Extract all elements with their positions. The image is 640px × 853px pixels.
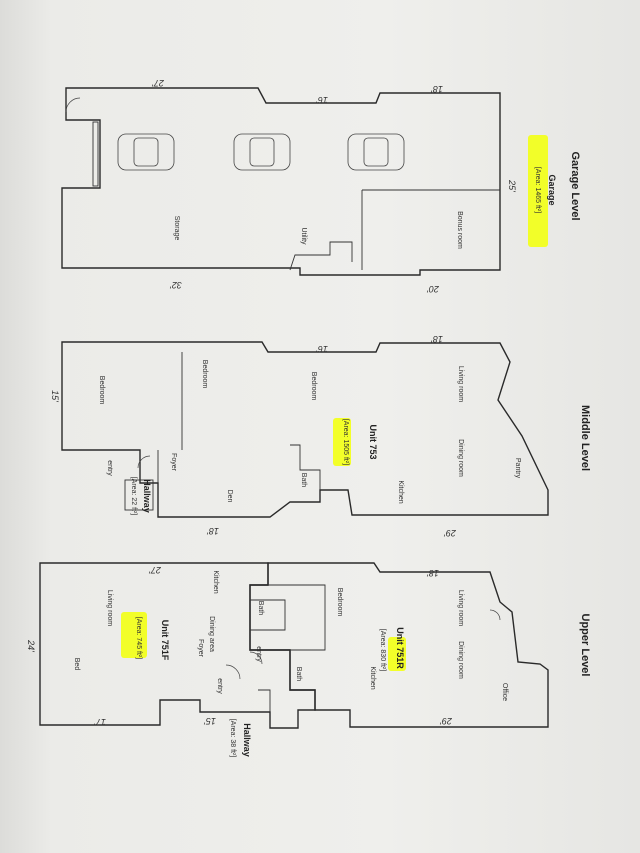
garage-dim-27: 27' xyxy=(152,78,165,88)
upper-level: Upper Level Unit 751R [Area: 830 ft²] Un… xyxy=(26,562,591,758)
middle-dim-16: 16' xyxy=(316,344,328,354)
unit-753-outline xyxy=(61,341,549,518)
upper-bath-bedroom-wall xyxy=(268,584,326,651)
middle-hallway-area: [Area: 22 ft²] xyxy=(130,477,137,516)
upper-751f-entry-label: entry xyxy=(216,678,223,694)
garage-area: [Area: 1465 ft²] xyxy=(534,167,541,213)
unit-751f-area: [Area: 745 ft²] xyxy=(135,617,142,659)
upper-751r-bedroom-label: Bedroom xyxy=(336,588,343,617)
car-3 xyxy=(347,133,405,171)
garage-entry-door xyxy=(65,97,81,113)
upper-hallway-wall xyxy=(258,689,271,712)
middle-bedroom-1-label: Bedroom xyxy=(310,372,317,401)
middle-foyer-label: Foyer xyxy=(170,453,177,472)
garage-dim-32: 32' xyxy=(170,280,182,290)
upper-dim-15: 15' xyxy=(204,716,216,726)
upper-dim-29: 29' xyxy=(440,716,453,726)
middle-dim-18: 18' xyxy=(431,334,443,344)
middle-bedroom-2-label: Bedroom xyxy=(201,360,208,389)
upper-dim-17: 17' xyxy=(94,717,106,727)
middle-kitchen-label: Kitchen xyxy=(397,480,404,503)
middle-den-label: Den xyxy=(226,490,233,503)
middle-dining-room-label: Dining room xyxy=(457,439,464,477)
unit-751f-name: Unit 751F xyxy=(160,620,170,661)
utility-wall xyxy=(289,241,353,271)
middle-living-room-label: Living room xyxy=(457,366,464,402)
middle-pantry-label: Pantry xyxy=(514,458,521,479)
garage-level: Garage Level Garage [Area: 1465 ft²] Bon… xyxy=(61,78,581,294)
garage-unit-name: Garage xyxy=(547,174,557,205)
upper-office-door xyxy=(489,609,501,621)
unit-751f-outline xyxy=(39,562,316,729)
unit-753-name: Unit 753 xyxy=(368,424,378,459)
upper-751r-entry-label: entry xyxy=(255,646,262,662)
middle-entry-label: entry xyxy=(106,460,113,476)
middle-bath-label: Bath xyxy=(300,473,307,488)
garage-area-highlight xyxy=(528,135,548,247)
middle-level-title: Middle Level xyxy=(579,405,591,471)
car-1 xyxy=(117,133,175,171)
upper-751r-office-label: Office xyxy=(501,683,508,701)
middle-dim-15: 15' xyxy=(50,390,60,402)
upper-751r-living-label: Living room xyxy=(457,590,464,626)
upper-751f-living-label: Living room xyxy=(106,590,113,626)
car-2 xyxy=(233,133,291,171)
upper-751r-dining-label: Dining room xyxy=(457,641,464,679)
middle-dim-29: 29' xyxy=(444,528,457,538)
unit-751r-area-highlight xyxy=(388,637,406,671)
upper-dim-18: 18' xyxy=(427,568,439,578)
unit-751r-area: [Area: 830 ft²] xyxy=(379,629,386,671)
middle-hallway-name: Hallway xyxy=(142,479,152,513)
middle-entry-door xyxy=(137,455,151,469)
upper-751r-bath-label: Bath xyxy=(295,667,302,682)
garage-level-title: Garage Level xyxy=(569,151,581,220)
utility-label: Utility xyxy=(300,227,307,245)
upper-hallway-area: [Area: 38 ft²] xyxy=(229,719,236,758)
unit-751f-area-highlight xyxy=(121,612,147,658)
storage-label: Storage xyxy=(173,216,180,241)
bonus-room-label: Bonus room xyxy=(456,211,463,249)
middle-dim-18b: 18' xyxy=(207,526,219,536)
upper-751f-foyer-label: Foyer xyxy=(197,639,204,658)
unit-751r-name: Unit 751R xyxy=(395,627,405,669)
garage-outline xyxy=(61,87,501,276)
upper-hallway-name: Hallway xyxy=(242,723,252,757)
garage-dim-16: 16' xyxy=(316,95,328,105)
upper-entry-door xyxy=(225,664,241,680)
upper-dim-24: 24' xyxy=(26,639,36,652)
middle-hallway-box xyxy=(124,479,154,511)
upper-751f-bed-label: Bed xyxy=(73,658,80,671)
upper-level-title: Upper Level xyxy=(579,614,591,677)
bath-wall xyxy=(290,444,321,490)
upper-751f-kitchen-label: Kitchen xyxy=(212,570,219,593)
upper-bath-751f xyxy=(250,599,286,631)
unit-753-area-highlight xyxy=(333,418,351,466)
upper-dim-27: 27' xyxy=(149,565,162,575)
upper-751f-dining-label: Dining area xyxy=(208,616,215,652)
upper-751r-kitchen-label: Kitchen xyxy=(369,666,376,689)
garage-dim-25: 25' xyxy=(507,179,517,192)
middle-bedroom-3-label: Bedroom xyxy=(98,376,105,405)
upper-751f-bath-label: Bath xyxy=(257,601,264,616)
unit-753-area: [Area: 1505 ft²] xyxy=(342,419,349,465)
upper-entry-door-2 xyxy=(249,651,263,665)
garage-dim-18: 18' xyxy=(431,84,443,94)
middle-level: Middle Level Unit 753 [Area: 1505 ft²] L… xyxy=(50,334,591,538)
garage-door xyxy=(92,121,99,187)
garage-dim-20: 20' xyxy=(427,284,440,294)
